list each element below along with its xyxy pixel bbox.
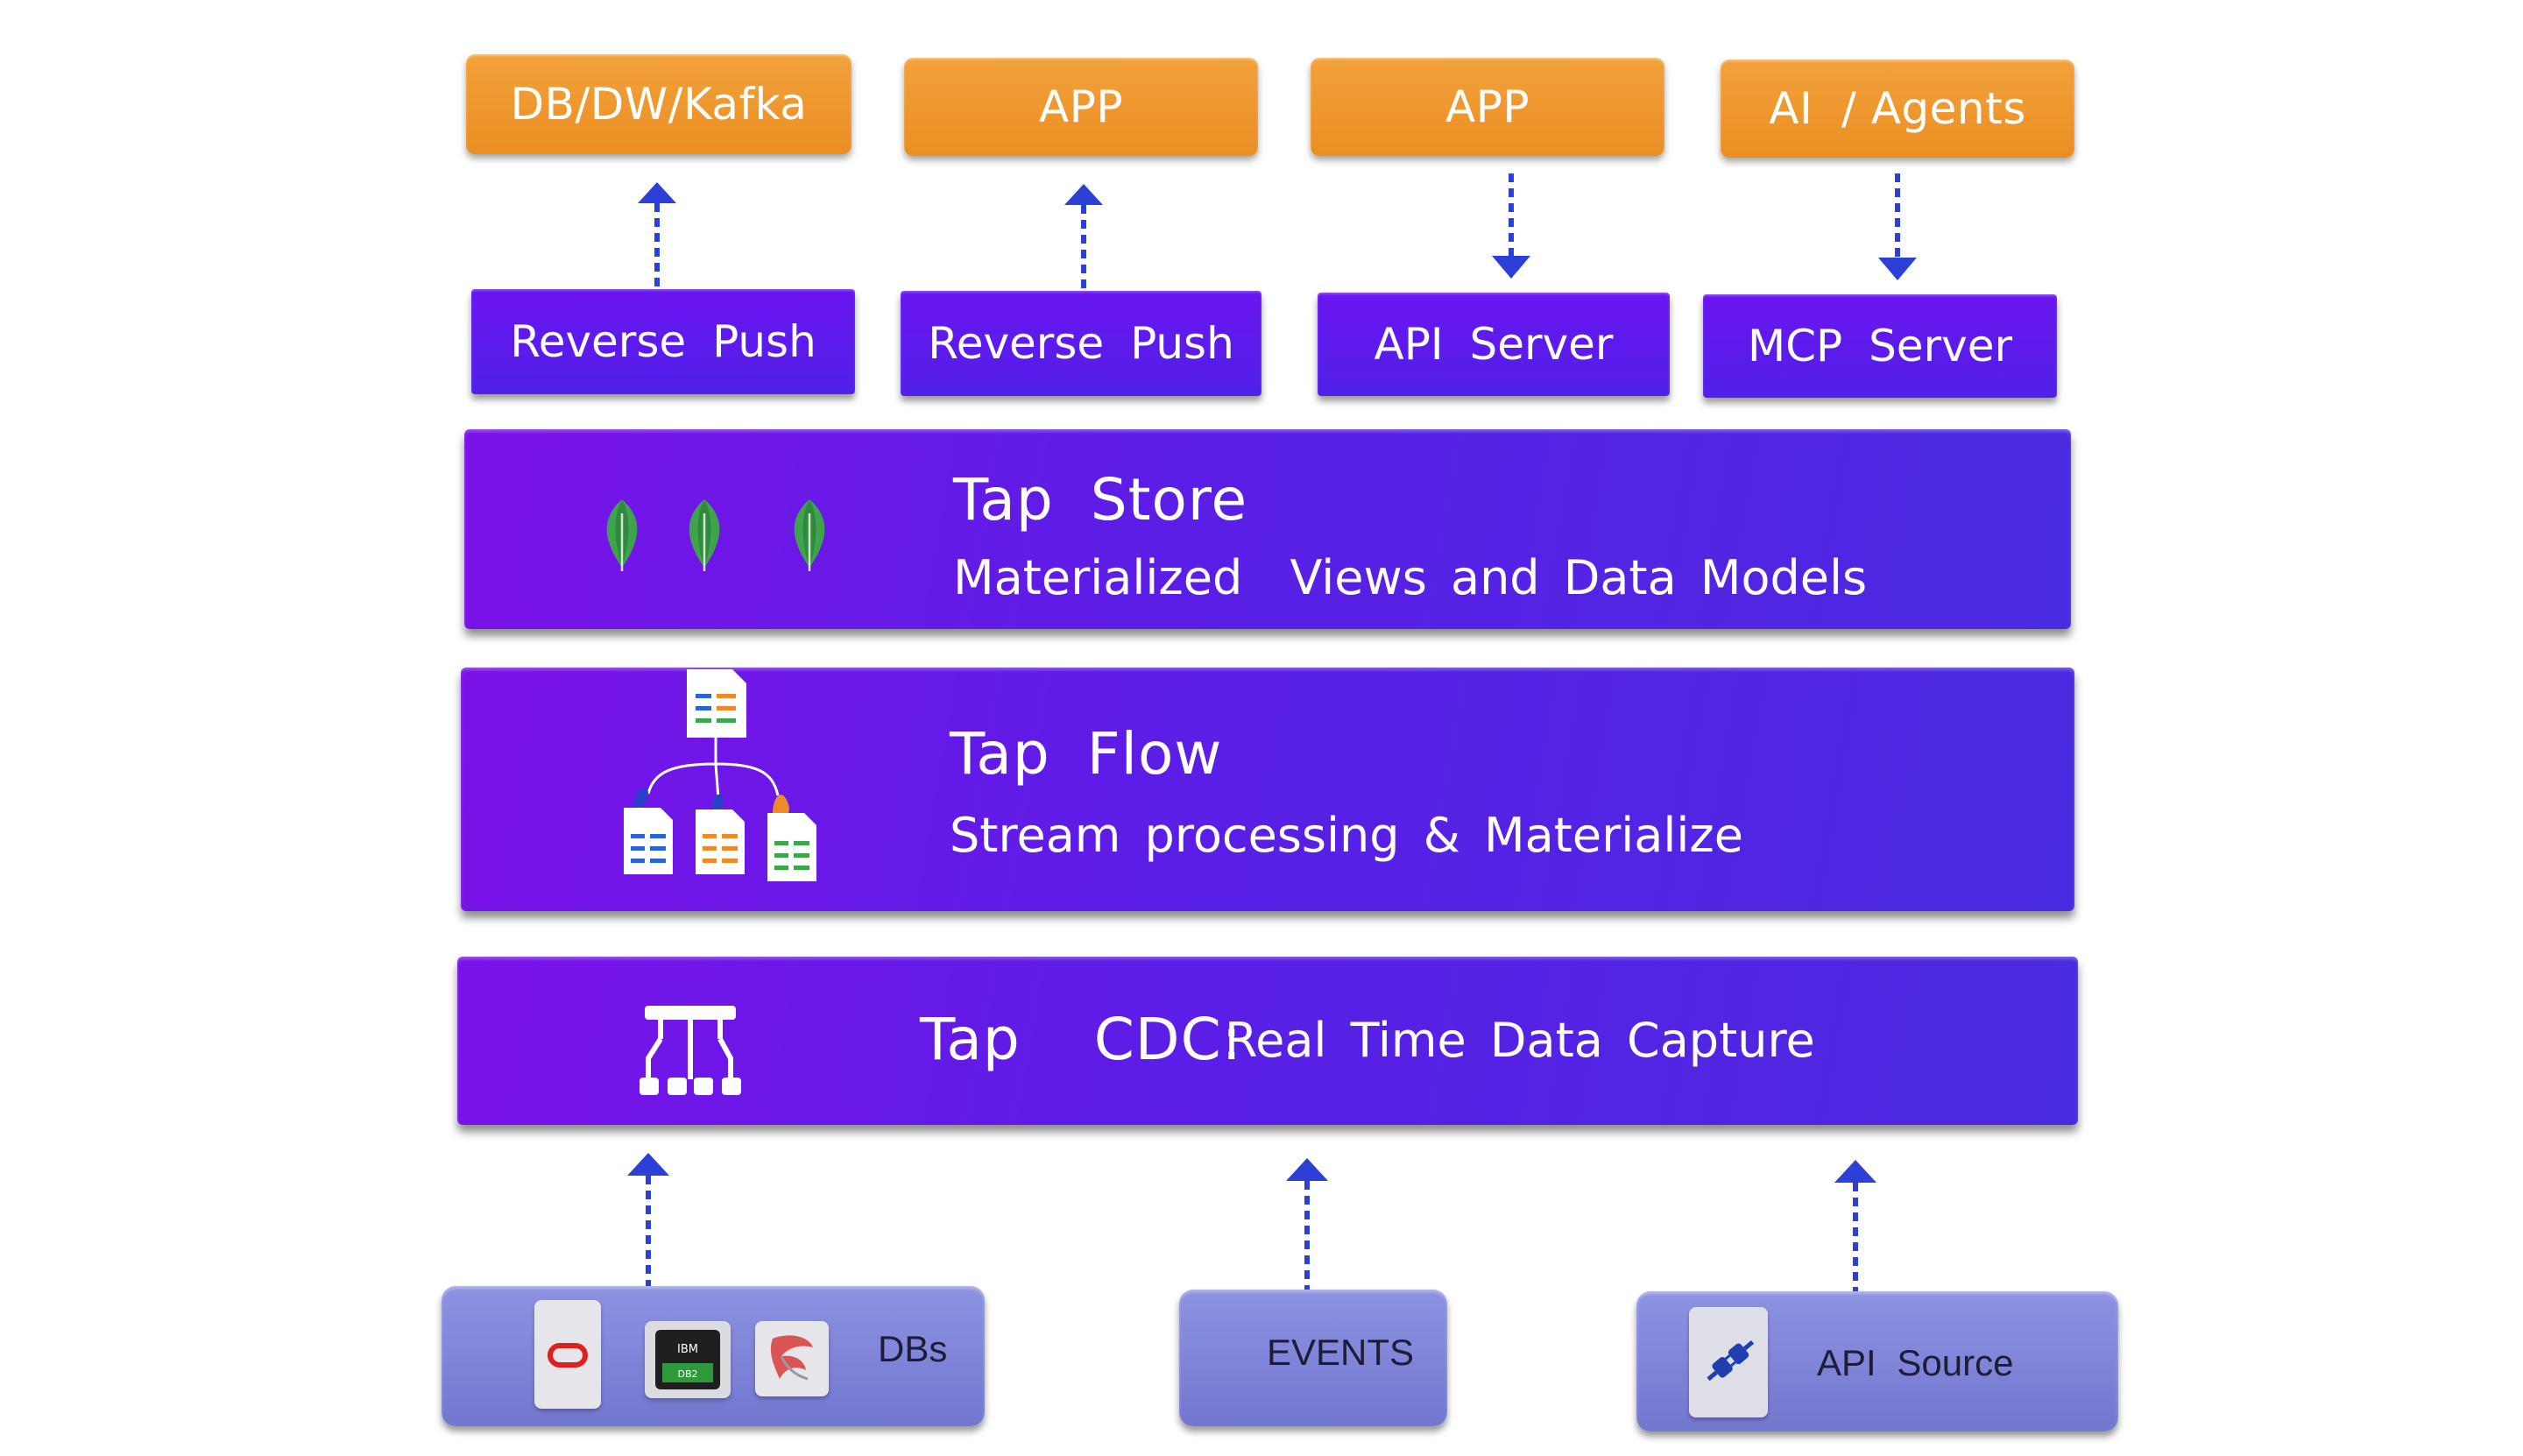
doc-top xyxy=(687,669,746,738)
arrow-up-push-2 xyxy=(1064,184,1103,291)
layer-tap-cdc: Tap CDC: Real Time Data Capture xyxy=(457,957,2078,1125)
hierarchy-tree-icon xyxy=(640,1006,741,1095)
layer-subtitle: Real Time Data Capture xyxy=(1225,1013,1815,1068)
oracle-icon xyxy=(534,1300,601,1409)
output-label: APP xyxy=(1445,81,1530,132)
arrow-up-api-source xyxy=(1834,1160,1876,1293)
document-flow-tree-icon xyxy=(624,669,816,881)
service-label: API Server xyxy=(1374,319,1614,370)
db2-text-bottom: DB2 xyxy=(677,1368,697,1380)
ibm-db2-icon: IBM DB2 xyxy=(645,1321,731,1398)
source-label: DBs xyxy=(878,1328,948,1369)
layer-subtitle: Materialized Views and Data Models xyxy=(953,550,1868,605)
output-app-1: APP xyxy=(904,58,1258,156)
doc-orange xyxy=(696,794,745,874)
output-db-dw-kafka: DB/DW/Kafka xyxy=(466,54,852,154)
service-label: Reverse Push xyxy=(928,318,1234,369)
layer-title: Tap CDC: xyxy=(920,1006,1242,1073)
db2-text-top: IBM xyxy=(677,1343,698,1356)
service-api-server: API Server xyxy=(1318,293,1670,396)
service-reverse-push-1: Reverse Push xyxy=(471,289,855,394)
source-events: EVENTS xyxy=(1179,1290,1447,1426)
output-label: DB/DW/Kafka xyxy=(510,79,808,130)
arrow-down-api-server xyxy=(1492,173,1530,279)
service-reverse-push-2: Reverse Push xyxy=(901,291,1262,396)
layer-title: Tap Flow xyxy=(950,720,1223,788)
service-mcp-server: MCP Server xyxy=(1703,294,2057,398)
output-label: APP xyxy=(1038,81,1123,132)
layer-tap-store: Tap Store Materialized Views and Data Mo… xyxy=(464,429,2071,629)
source-label: EVENTS xyxy=(1267,1332,1415,1373)
arrow-up-push-1 xyxy=(638,182,676,289)
layer-subtitle: Stream processing & Materialize xyxy=(950,808,1743,863)
plug-connector-icon xyxy=(1689,1307,1768,1417)
arrow-down-mcp-server xyxy=(1878,173,1917,280)
source-dbs: IBM DB2 DBs xyxy=(442,1286,985,1426)
sql-server-icon xyxy=(755,1321,829,1396)
leaf-2 xyxy=(689,499,720,571)
service-label: MCP Server xyxy=(1747,321,2013,371)
arrow-up-dbs xyxy=(627,1153,669,1286)
arrow-up-events xyxy=(1286,1158,1328,1291)
mongodb-leaf-icon xyxy=(606,499,825,571)
leaf-3 xyxy=(794,499,825,571)
output-label: AI / Agents xyxy=(1769,83,2026,134)
service-label: Reverse Push xyxy=(510,316,816,367)
layer-title: Tap Store xyxy=(953,466,1248,534)
layer-tap-flow: Tap Flow Stream processing & Materialize xyxy=(461,668,2074,911)
output-ai-agents: AI / Agents xyxy=(1721,60,2074,158)
doc-green xyxy=(767,795,816,881)
doc-blue xyxy=(624,787,673,874)
output-app-2: APP xyxy=(1311,58,1664,156)
source-label: API Source xyxy=(1817,1342,2014,1383)
source-api: API Source xyxy=(1636,1291,2118,1431)
leaf-1 xyxy=(606,499,638,571)
